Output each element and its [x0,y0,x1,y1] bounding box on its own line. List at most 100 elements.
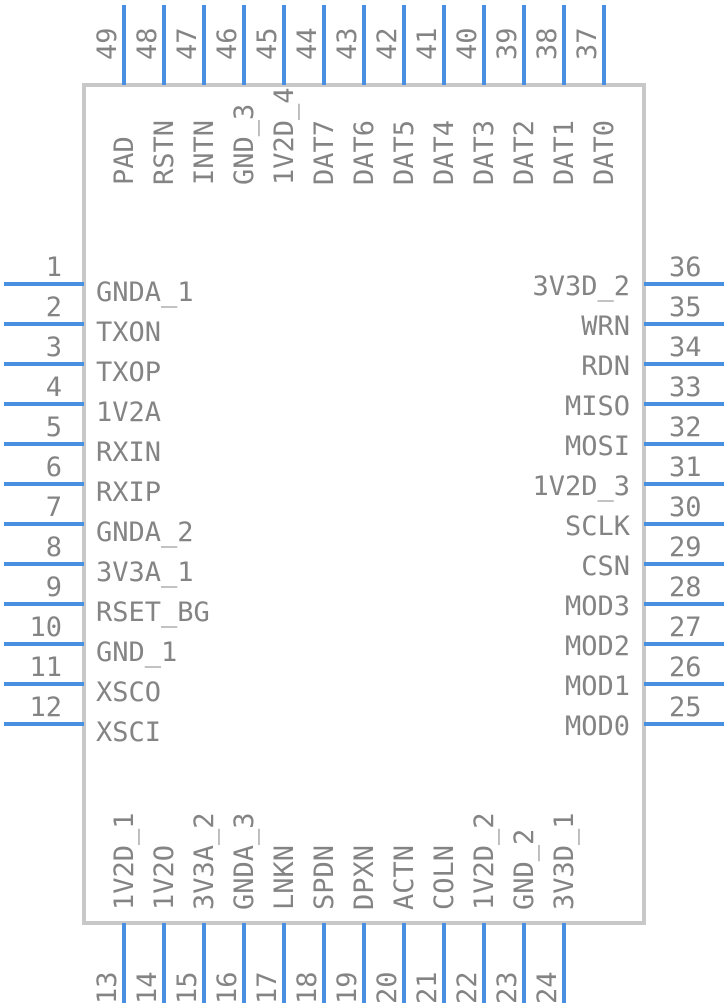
pin-number-45: 45 [252,27,283,60]
pin-label-3v3d-1: 3V3D_1 [549,812,580,910]
pin-label-spdn: SPDN [309,845,340,910]
pin-number-11: 11 [29,652,62,683]
pin-label-xsco: XSCO [96,677,161,708]
pin-number-14: 14 [132,971,163,1004]
pin-label-dpxn: DPXN [349,845,380,910]
pin-label-lnkn: LNKN [269,845,300,910]
pin-number-30: 30 [669,492,702,523]
pin-number-12: 12 [29,692,62,723]
pin-number-37: 37 [572,27,603,60]
pin-number-41: 41 [412,27,443,60]
pin-label-1v2a: 1V2A [96,397,161,428]
pin-label-mod1: MOD1 [565,671,630,702]
pin-number-3: 3 [46,332,62,363]
pin-number-39: 39 [492,27,523,60]
pin-number-36: 36 [669,252,702,283]
pin-label-csn: CSN [581,551,630,582]
pin-label-intn: INTN [189,120,220,185]
ic-body [82,83,646,925]
pin-number-35: 35 [669,292,702,323]
pin-number-29: 29 [669,532,702,563]
pin-label-mosi: MOSI [565,431,630,462]
pin-label-1v2d-4: 1V2D_4 [269,87,300,185]
pin-number-16: 16 [212,971,243,1004]
pin-number-20: 20 [372,971,403,1004]
pin-label-gnd-3: GND_3 [229,104,260,185]
pin-label-dat3: DAT3 [469,120,500,185]
pin-label-actn: ACTN [389,845,420,910]
pin-label-sclk: SCLK [565,511,631,542]
pin-number-34: 34 [669,332,702,363]
pin-label-gnda-3: GNDA_3 [229,812,260,910]
pin-number-4: 4 [46,372,62,403]
pin-number-33: 33 [669,372,702,403]
pin-number-40: 40 [452,27,483,60]
pin-number-21: 21 [412,971,443,1004]
pin-number-15: 15 [172,971,203,1004]
pin-number-31: 31 [669,452,702,483]
pin-label-xsci: XSCI [96,717,161,748]
pin-label-rset-bg: RSET_BG [96,597,210,628]
pin-number-32: 32 [669,412,702,443]
pin-label-pad: PAD [109,136,140,185]
pin-label-dat7: DAT7 [309,120,340,185]
pin-label-dat0: DAT0 [589,120,620,185]
pin-number-46: 46 [212,27,243,60]
pin-label-3v3d-2: 3V3D_2 [532,271,630,302]
pin-number-17: 17 [252,971,283,1004]
pin-label-gnd-1: GND_1 [96,637,177,668]
pin-number-22: 22 [452,971,483,1004]
pin-number-26: 26 [669,652,702,683]
pin-label-mod0: MOD0 [565,711,630,742]
pin-label-wrn: WRN [581,311,630,342]
pin-number-18: 18 [292,971,323,1004]
pin-label-rdn: RDN [581,351,630,382]
pin-number-5: 5 [46,412,62,443]
pin-number-9: 9 [46,572,62,603]
pin-label-gnd-2: GND_2 [509,829,540,910]
pin-number-6: 6 [46,452,62,483]
pin-number-8: 8 [46,532,62,563]
pin-number-38: 38 [532,27,563,60]
pin-number-23: 23 [492,971,523,1004]
pin-number-10: 10 [29,612,62,643]
pin-label-3v3a-2: 3V3A_2 [189,812,220,910]
pin-label-gnda-1: GNDA_1 [96,277,194,308]
pin-label-1v2o: 1V2O [149,845,180,910]
pin-label-txon: TXON [96,317,161,348]
pin-number-49: 49 [92,27,123,60]
pin-label-dat6: DAT6 [349,120,380,185]
pin-label-mod2: MOD2 [565,631,630,662]
pin-label-coln: COLN [429,845,460,910]
pin-number-2: 2 [46,292,62,323]
pin-label-dat2: DAT2 [509,120,540,185]
pin-label-dat1: DAT1 [549,120,580,185]
pin-number-28: 28 [669,572,702,603]
pin-label-miso: MISO [565,391,630,422]
pin-label-1v2d-2: 1V2D_2 [469,812,500,910]
pin-label-gnda-2: GNDA_2 [96,517,194,548]
pin-number-48: 48 [132,27,163,60]
pin-label-1v2d-3: 1V2D_3 [532,471,630,502]
pin-number-7: 7 [46,492,62,523]
pin-label-dat5: DAT5 [389,120,420,185]
pin-label-3v3a-1: 3V3A_1 [96,557,194,588]
pin-label-txop: TXOP [96,357,161,388]
pin-number-1: 1 [46,252,62,283]
pin-number-19: 19 [332,971,363,1004]
pin-number-13: 13 [92,971,123,1004]
pin-number-44: 44 [292,27,323,60]
pin-number-42: 42 [372,27,403,60]
pin-number-43: 43 [332,27,363,60]
pin-label-rstn: RSTN [149,120,180,185]
pin-label-dat4: DAT4 [429,120,460,185]
pin-number-25: 25 [669,692,702,723]
pin-number-24: 24 [532,971,563,1004]
pin-label-rxin: RXIN [96,437,161,468]
pin-number-47: 47 [172,27,203,60]
pin-label-rxip: RXIP [96,477,161,508]
pin-label-mod3: MOD3 [565,591,630,622]
pin-label-1v2d-1: 1V2D_1 [109,812,140,910]
